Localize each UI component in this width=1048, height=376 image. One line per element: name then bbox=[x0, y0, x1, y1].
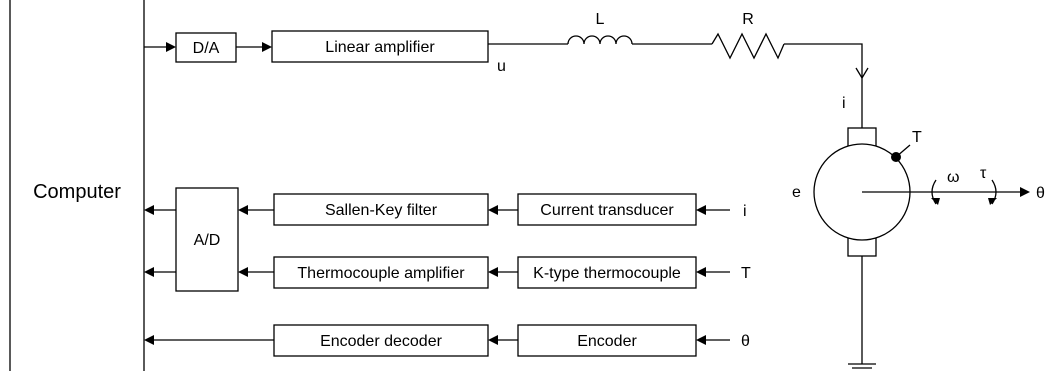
arrowhead-into-amplifier bbox=[262, 42, 272, 52]
arrowhead-into-ad-row1 bbox=[238, 205, 248, 215]
wire-resistor-to-motor bbox=[784, 43, 863, 128]
ad-label: A/D bbox=[194, 232, 221, 249]
resistor-label: R bbox=[742, 11, 754, 28]
resistor-zigzag bbox=[711, 32, 785, 60]
linear-amplifier-label: Linear amplifier bbox=[325, 39, 435, 56]
tau-arc-arrowhead bbox=[988, 198, 997, 205]
arrowhead-into-encoder bbox=[696, 335, 706, 345]
current-transducer-label: Current transducer bbox=[540, 202, 674, 219]
arrowhead-into-filter bbox=[488, 205, 498, 215]
motor-top-brush bbox=[847, 127, 877, 147]
sallen-key-filter-label: Sallen-Key filter bbox=[325, 202, 438, 219]
shaft-angle-label: θ bbox=[1036, 185, 1045, 202]
ad-block bbox=[175, 187, 239, 292]
arrowhead-into-computer-row3 bbox=[144, 335, 154, 345]
omega-arc-arrowhead bbox=[931, 198, 940, 205]
arrowhead-into-computer-row2 bbox=[144, 267, 154, 277]
ground-symbol bbox=[848, 363, 876, 373]
angular-velocity-label: ω bbox=[947, 169, 960, 186]
k-type-thermocouple-block bbox=[517, 256, 697, 289]
arrowhead-into-computer-row1 bbox=[144, 205, 154, 215]
k-type-thermocouple-label: K-type thermocouple bbox=[533, 265, 681, 282]
arrowhead-into-ad-row2 bbox=[238, 267, 248, 277]
current-transducer-block bbox=[517, 193, 697, 226]
da-label: D/A bbox=[193, 40, 220, 57]
computer-label: Computer bbox=[33, 181, 121, 203]
arrowhead-into-transducer bbox=[696, 205, 706, 215]
inductor-label: L bbox=[596, 11, 605, 28]
motor-temperature-label: T bbox=[912, 129, 922, 146]
sallen-key-filter-block bbox=[273, 193, 489, 226]
omega-arc bbox=[931, 179, 937, 205]
angle-input-label: θ bbox=[741, 333, 750, 350]
computer-block bbox=[9, 0, 145, 376]
linear-amplifier-block bbox=[271, 30, 489, 63]
arrowhead-into-tc-amplifier bbox=[488, 267, 498, 277]
arrowhead-into-decoder bbox=[488, 335, 498, 345]
current-direction-arrow bbox=[855, 67, 869, 80]
back-emf-label: e bbox=[792, 184, 801, 201]
encoder-block bbox=[517, 324, 697, 357]
encoder-label: Encoder bbox=[577, 333, 637, 350]
inductor-coil bbox=[567, 35, 633, 45]
torque-label: τ bbox=[980, 165, 987, 182]
current-label-wire: i bbox=[842, 95, 846, 112]
tau-arc bbox=[991, 179, 997, 205]
arrowhead-into-da bbox=[166, 42, 176, 52]
motor-bottom-brush bbox=[847, 237, 877, 257]
thermocouple-amplifier-block bbox=[273, 256, 489, 289]
thermocouple-lead bbox=[895, 144, 911, 158]
arrowhead-into-thermocouple bbox=[696, 267, 706, 277]
da-block bbox=[175, 32, 237, 63]
current-input-label: i bbox=[743, 203, 747, 220]
shaft-arrowhead bbox=[1020, 187, 1030, 197]
temperature-input-label: T bbox=[741, 265, 751, 282]
encoder-decoder-block bbox=[273, 324, 489, 357]
u-label: u bbox=[497, 58, 506, 75]
encoder-decoder-label: Encoder decoder bbox=[320, 333, 443, 350]
thermocouple-amplifier-label: Thermocouple amplifier bbox=[297, 265, 465, 282]
